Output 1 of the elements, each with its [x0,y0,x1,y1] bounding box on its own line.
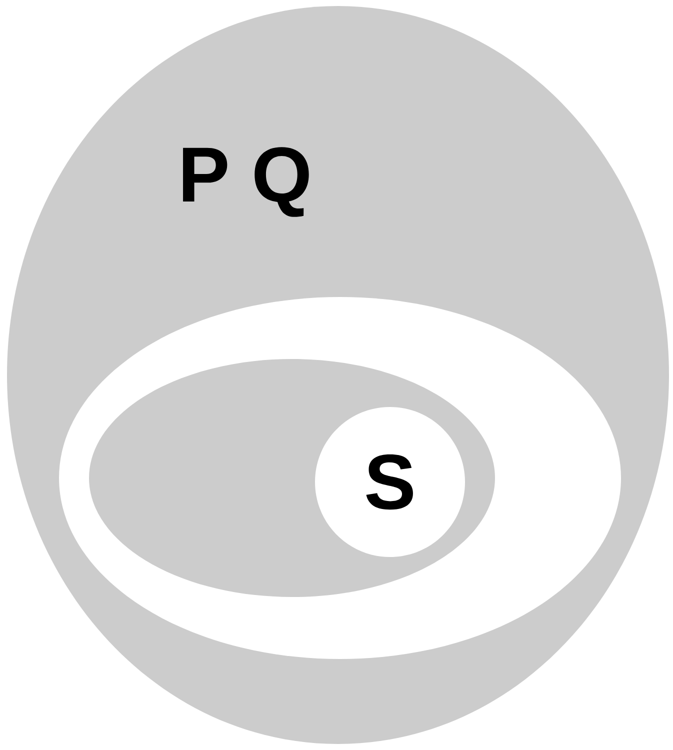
node-label: S [366,454,413,510]
